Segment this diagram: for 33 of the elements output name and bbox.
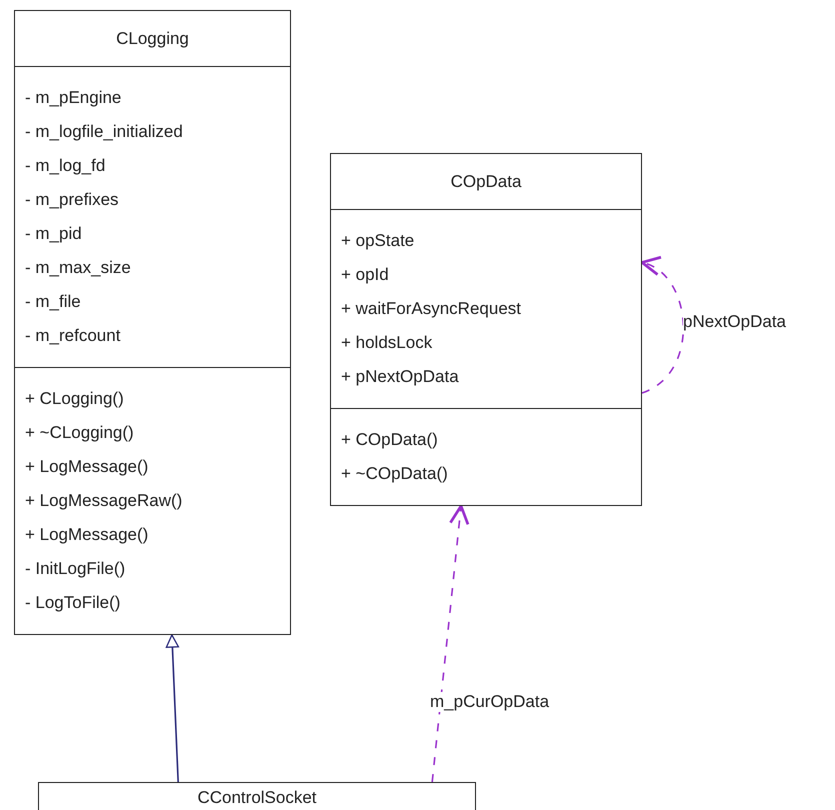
class-member: - m_prefixes xyxy=(25,189,120,211)
class-member: + LogMessageRaw() xyxy=(25,490,184,512)
class-box xyxy=(14,10,291,635)
class-member: - LogToFile() xyxy=(25,592,122,614)
class-member: + COpData() xyxy=(341,429,439,451)
class-member: + ~COpData() xyxy=(341,463,449,485)
class-box xyxy=(38,782,476,810)
class-member: - m_log_fd xyxy=(25,155,106,177)
class-box xyxy=(330,153,642,506)
class-member: + opState xyxy=(341,230,416,252)
class-member: + waitForAsyncRequest xyxy=(341,298,522,320)
class-member: + LogMessage() xyxy=(25,456,150,478)
class-member: + LogMessage() xyxy=(25,524,150,546)
class-member: - m_pEngine xyxy=(25,87,122,109)
class-name: COpData xyxy=(450,170,522,193)
class-member: + CLogging() xyxy=(25,388,125,410)
edge-label: pNextOpData xyxy=(683,312,786,332)
class-member: - InitLogFile() xyxy=(25,558,126,580)
class-member: + pNextOpData xyxy=(341,366,460,388)
class-name: CLogging xyxy=(116,28,189,50)
class-member: - m_file xyxy=(25,291,82,313)
edge-label: m_pCurOpData xyxy=(430,692,550,712)
class-member: - m_logfile_initialized xyxy=(25,121,184,143)
class-member: - m_max_size xyxy=(25,257,132,279)
class-name: CControlSocket xyxy=(197,787,317,810)
class-member: + ~CLogging() xyxy=(25,422,135,444)
class-member: + holdsLock xyxy=(341,332,434,354)
inheritance-arrow xyxy=(166,634,180,782)
dashed-arrow xyxy=(431,504,470,782)
dashed-arrow xyxy=(640,258,684,394)
class-member: + opId xyxy=(341,264,390,286)
class-member: - m_refcount xyxy=(25,325,122,347)
class-member: - m_pid xyxy=(25,223,83,245)
